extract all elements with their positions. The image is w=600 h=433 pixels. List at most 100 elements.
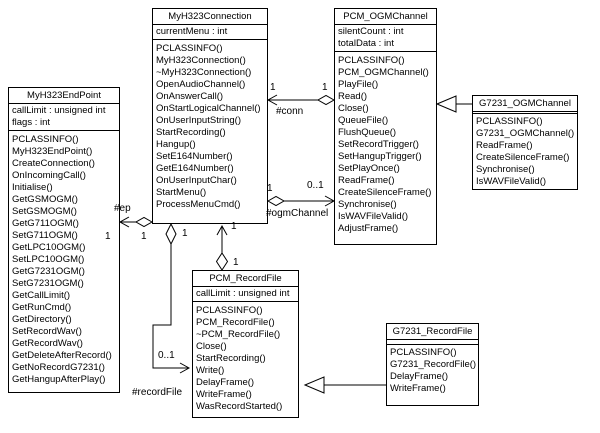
class-method: GetNoRecordG7231() xyxy=(12,362,105,373)
class-method: G7231_OGMChannel() xyxy=(476,128,575,139)
class-method: CreateConnection() xyxy=(12,158,95,169)
class-methods: PCLASSINFO() MyH323Connection() ~MyH323C… xyxy=(153,40,267,223)
class-box-g7231-recordfile: G7231_RecordFile PCLASSINFO() G7231_Reco… xyxy=(386,323,479,406)
class-attributes: silentCount : int totalData : int xyxy=(335,25,436,52)
class-method: Initialise() xyxy=(12,182,53,193)
class-method: SetE164Number() xyxy=(156,151,233,162)
class-method: WriteFrame() xyxy=(196,389,252,400)
navigable-arrow-icon xyxy=(118,216,130,228)
class-method: OnUserInputChar() xyxy=(156,175,237,186)
class-method: SetRecordTrigger() xyxy=(338,139,419,150)
multiplicity: 1 xyxy=(322,82,328,93)
class-methods: PCLASSINFO() G7231_OGMChannel() ReadFram… xyxy=(473,114,577,189)
aggregation-diamond-icon xyxy=(266,195,286,207)
class-attributes: callLimit : unsigned int xyxy=(193,287,298,302)
relation-label-conn: #conn xyxy=(276,106,304,117)
class-method: GetRunCmd() xyxy=(12,302,72,313)
class-method: PCLASSINFO() xyxy=(338,55,405,66)
class-title: MyH323EndPoint xyxy=(9,88,119,104)
class-method: OnIncomingCall() xyxy=(12,170,86,181)
class-box-pcm-ogmchannel: PCM_OGMChannel silentCount : int totalDa… xyxy=(334,8,437,245)
class-method: IsWAVFileValid() xyxy=(476,176,547,187)
class-method: QueueFile() xyxy=(338,115,389,126)
relation-label-ogmchannel: #ogmChannel xyxy=(266,208,329,219)
class-method: IsWAVFileValid() xyxy=(338,211,409,222)
class-method: CreateSilenceFrame() xyxy=(338,187,432,198)
class-method: Close() xyxy=(338,103,369,114)
class-method: StartRecording() xyxy=(156,127,226,138)
aggregation-diamond-icon xyxy=(215,252,229,271)
class-method: G7231_RecordFile() xyxy=(390,359,477,370)
multiplicity: 0..1 xyxy=(158,350,175,361)
class-method: PCLASSINFO() xyxy=(196,305,263,316)
class-method: DelayFrame() xyxy=(390,371,449,382)
class-method: WasRecordStarted() xyxy=(196,401,283,412)
class-box-g7231-ogmchannel: G7231_OGMChannel PCLASSINFO() G7231_OGMC… xyxy=(472,95,578,190)
class-method: OnAnswerCall() xyxy=(156,91,224,102)
navigable-arrow-icon xyxy=(179,362,191,374)
class-method: ~PCM_RecordFile() xyxy=(196,329,281,340)
class-title: PCM_RecordFile xyxy=(193,271,298,287)
class-method: MyH323EndPoint() xyxy=(12,146,93,157)
class-method: SetHangupTrigger() xyxy=(338,151,422,162)
class-method: AdjustFrame() xyxy=(338,223,399,234)
navigable-arrow-icon xyxy=(266,94,278,106)
class-method: OnUserInputString() xyxy=(156,115,242,126)
class-method: PCLASSINFO() xyxy=(390,347,457,358)
class-attribute: flags : int xyxy=(12,117,51,128)
class-attributes xyxy=(387,340,478,345)
navigable-arrow-icon xyxy=(216,224,228,236)
multiplicity: 0..1 xyxy=(307,180,324,191)
inheritance-triangle-icon xyxy=(435,95,457,113)
class-methods: PCLASSINFO() PCM_OGMChannel() PlayFile()… xyxy=(335,52,436,244)
class-method: SetPlayOnce() xyxy=(338,163,400,174)
multiplicity: 1 xyxy=(141,231,147,242)
class-method: Hangup() xyxy=(156,139,196,150)
inheritance-triangle-icon xyxy=(303,376,325,394)
class-method: SetRecordWav() xyxy=(12,326,82,337)
class-methods: PCLASSINFO() G7231_RecordFile() DelayFra… xyxy=(387,345,478,405)
class-title: G7231_OGMChannel xyxy=(473,96,577,112)
class-method: SetLPC10OGM() xyxy=(12,254,85,265)
class-method: ProcessMenuCmd() xyxy=(156,199,241,210)
multiplicity: 1 xyxy=(233,257,239,268)
class-method: SetG7231OGM() xyxy=(12,278,84,289)
class-method: FlushQueue() xyxy=(338,127,397,138)
class-method: ~MyH323Connection() xyxy=(156,67,252,78)
class-method: StartRecording() xyxy=(196,353,266,364)
class-method: StartMenu() xyxy=(156,187,207,198)
class-method: PCLASSINFO() xyxy=(476,116,543,127)
class-box-pcm-recordfile: PCM_RecordFile callLimit : unsigned int … xyxy=(192,270,299,418)
class-method: Read() xyxy=(338,91,368,102)
class-attributes: currentMenu : int xyxy=(153,25,267,40)
class-method: OnStartLogicalChannel() xyxy=(156,103,261,114)
class-method: GetCallLimit() xyxy=(12,290,71,301)
class-attributes xyxy=(473,112,577,114)
multiplicity: 1 xyxy=(105,231,111,242)
class-method: Close() xyxy=(196,341,227,352)
class-title: G7231_RecordFile xyxy=(387,324,478,340)
class-method: WriteFrame() xyxy=(390,383,446,394)
multiplicity: 1 xyxy=(182,228,188,239)
class-method: Synchronise() xyxy=(476,164,535,175)
class-method: MyH323Connection() xyxy=(156,55,246,66)
class-method: GetG711OGM() xyxy=(12,218,79,229)
class-attribute: totalData : int xyxy=(338,38,394,49)
class-attribute: currentMenu : int xyxy=(156,26,228,37)
class-method: GetLPC10OGM() xyxy=(12,242,86,253)
class-method: GetG7231OGM() xyxy=(12,266,85,277)
class-method: PCLASSINFO() xyxy=(12,134,79,145)
class-method: ReadFrame() xyxy=(338,175,395,186)
class-method: Synchronise() xyxy=(338,199,397,210)
aggregation-diamond-icon xyxy=(316,94,336,106)
class-method: Write() xyxy=(196,365,225,376)
multiplicity: 1 xyxy=(267,183,273,194)
class-method: GetRecordWav() xyxy=(12,338,83,349)
class-methods: PCLASSINFO() MyH323EndPoint() CreateConn… xyxy=(9,131,119,392)
class-method: PCM_RecordFile() xyxy=(196,317,275,328)
class-title: MyH323Connection xyxy=(153,9,267,25)
class-method: OpenAudioChannel() xyxy=(156,79,246,90)
class-title: PCM_OGMChannel xyxy=(335,9,436,25)
class-method: SetG711OGM() xyxy=(12,230,78,241)
class-method: GetDeleteAfterRecord() xyxy=(12,350,112,361)
